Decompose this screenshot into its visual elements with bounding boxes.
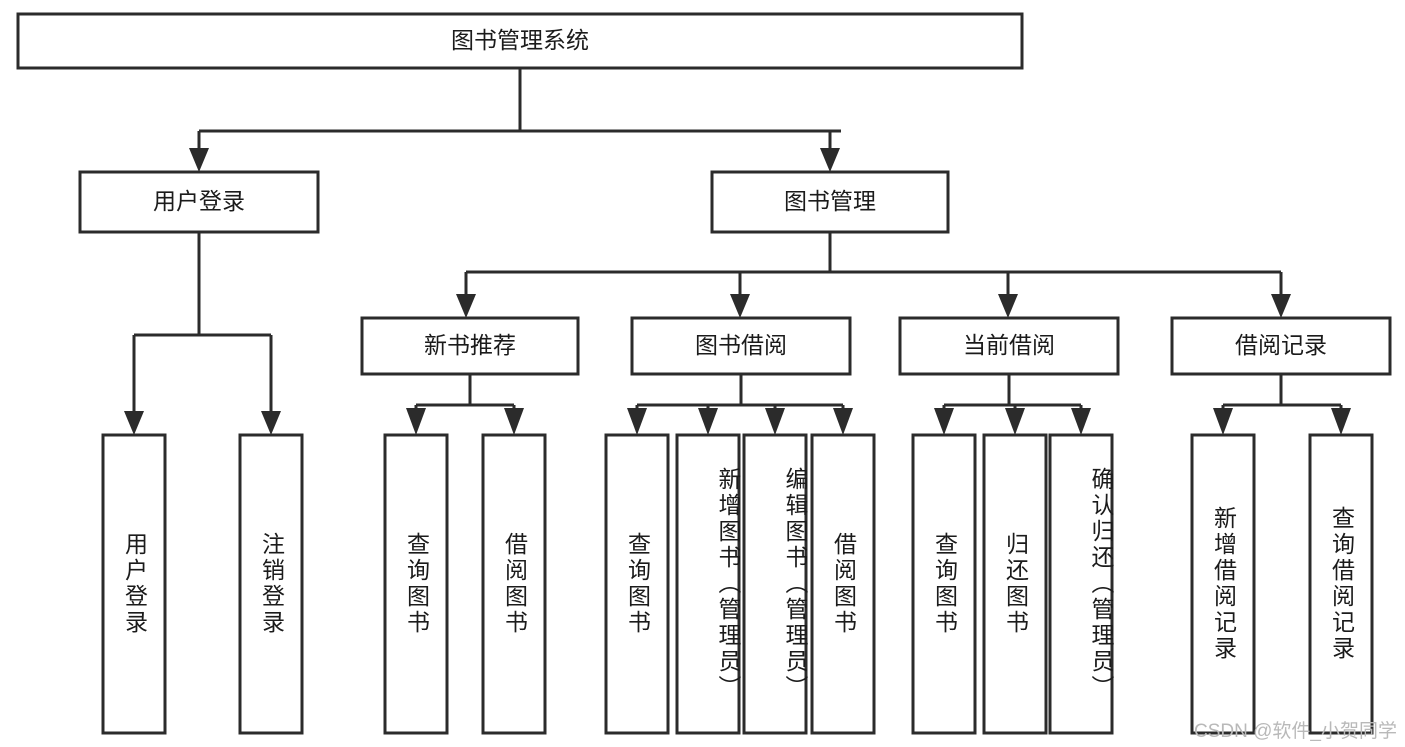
node-new-book-recommend-label: 新书推荐: [424, 332, 516, 358]
node-book-borrow-box: [630, 316, 852, 376]
edge-group-new-book-recommend: [406, 374, 524, 435]
node-leaf-cb-query-book-box[interactable]: [911, 433, 977, 735]
node-book-management[interactable]: 图书管理: [710, 170, 950, 234]
node-borrow-record[interactable]: 借阅记录: [1170, 316, 1392, 376]
arrow-head-bb-query-book: [627, 408, 647, 435]
arrow-head-nb-borrow-book: [504, 408, 524, 435]
node-leaf-br-add-record-box[interactable]: [1190, 433, 1256, 735]
node-user-login-box: [78, 170, 320, 234]
arrow-head-book-borrow: [730, 294, 750, 318]
node-leaf-cb-confirm-return-box[interactable]: [1048, 433, 1114, 735]
node-borrow-record-box: [1170, 316, 1392, 376]
node-book-borrow[interactable]: 图书借阅: [630, 316, 852, 376]
edge-group-user-login: [124, 232, 281, 435]
node-leaf-bb-borrow-book-box[interactable]: [810, 433, 876, 735]
node-book-management-label: 图书管理: [784, 188, 876, 214]
edge-group-current-borrow: [934, 374, 1091, 435]
node-leaf-bb-query-book-box[interactable]: [604, 433, 670, 735]
node-book-borrow-label: 图书借阅: [695, 332, 787, 358]
arrow-head-cb-confirm-return: [1071, 408, 1091, 435]
arrow-head-book-mgmt: [820, 148, 840, 172]
node-user-login-label: 用户登录: [153, 188, 245, 214]
arrow-head-borrow-record: [1271, 294, 1291, 318]
arrow-head-current-borrow: [998, 294, 1018, 318]
node-current-borrow[interactable]: 当前借阅: [898, 316, 1120, 376]
arrow-head-user-login: [189, 148, 209, 172]
arrow-head-bb-add-book: [698, 408, 718, 435]
node-root-system-label: 图书管理系统: [451, 27, 589, 53]
node-new-book-recommend[interactable]: 新书推荐: [360, 316, 580, 376]
node-book-management-box: [710, 170, 950, 234]
arrow-head-br-add-record: [1213, 408, 1233, 435]
arrow-head-cb-return-book: [1005, 408, 1025, 435]
node-current-borrow-label: 当前借阅: [963, 332, 1055, 358]
arrow-head-br-query-record: [1331, 408, 1351, 435]
node-leaf-br-query-record-box[interactable]: [1308, 433, 1374, 735]
arrow-head-leaf-user-login: [124, 411, 144, 435]
arrow-head-new-book-rec: [456, 294, 476, 318]
node-root-system[interactable]: 图书管理系统: [16, 12, 1024, 70]
arrow-head-leaf-logout: [261, 411, 281, 435]
node-leaf-bb-add-book-box[interactable]: [675, 433, 741, 735]
node-leaf-nb-query-book-box[interactable]: [383, 433, 449, 735]
node-leaf-cb-return-book-box[interactable]: [982, 433, 1048, 735]
node-leaf-user-login-box[interactable]: [101, 433, 167, 735]
csdn-watermark: CSDN @软件_小贺同学: [1194, 721, 1397, 742]
arrow-head-nb-query-book: [406, 408, 426, 435]
arrow-head-bb-borrow-book: [833, 408, 853, 435]
node-leaf-nb-borrow-book-box[interactable]: [481, 433, 547, 735]
node-borrow-record-label: 借阅记录: [1235, 332, 1327, 358]
node-root-system-box: [16, 12, 1024, 70]
edge-group-borrow-record: [1213, 374, 1351, 435]
edge-group-book-management: [456, 232, 1291, 318]
node-new-book-recommend-box: [360, 316, 580, 376]
node-leaf-bb-edit-book-box[interactable]: [742, 433, 808, 735]
node-user-login[interactable]: 用户登录: [78, 170, 320, 234]
edge-group-root: [189, 68, 841, 172]
edge-group-book-borrow: [627, 374, 853, 435]
arrow-head-cb-query-book: [934, 408, 954, 435]
node-current-borrow-box: [898, 316, 1120, 376]
node-leaf-logout-box[interactable]: [238, 433, 304, 735]
arrow-head-bb-edit-book: [765, 408, 785, 435]
